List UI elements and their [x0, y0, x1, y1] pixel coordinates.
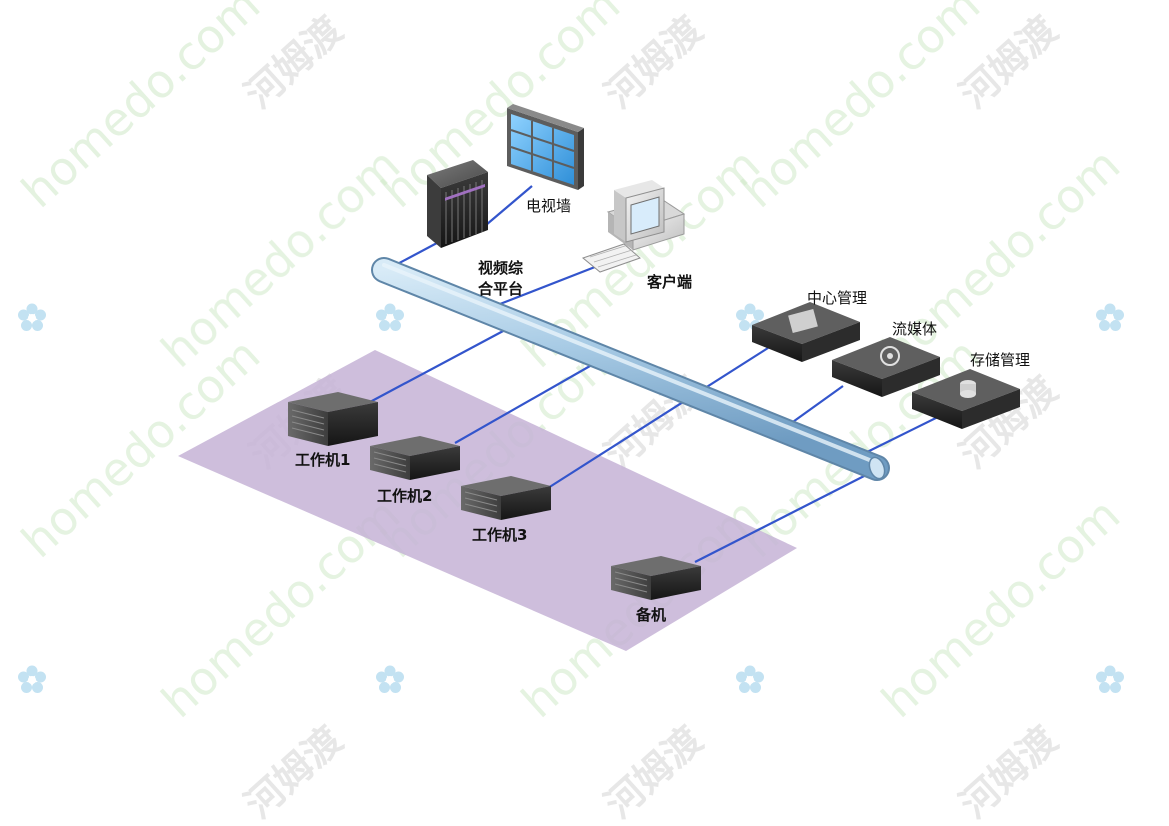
storage-mgmt-server-icon[interactable] [912, 369, 1020, 429]
watermark-brand: homedo.com [151, 137, 410, 378]
workstation-2-server-icon[interactable] [370, 436, 460, 480]
label-workstation-1: 工作机1 [295, 451, 350, 469]
watermark-brand: homedo.com [371, 0, 630, 218]
watermark-brand: homedo.com [11, 0, 270, 218]
label-client: 客户端 [646, 273, 692, 291]
link-stream-media [789, 385, 844, 425]
label-video-wall: 电视墙 [526, 197, 571, 215]
video-platform-icon[interactable] [427, 160, 488, 248]
workstation-3-server-icon[interactable] [461, 476, 551, 520]
link-workstation-3 [547, 347, 769, 489]
label-stream-media: 流媒体 [892, 320, 937, 338]
link-workstation-2 [454, 365, 591, 444]
connection-lines [369, 185, 949, 563]
watermark-brand: homedo.com [871, 487, 1130, 728]
label-workstation-2: 工作机2 [377, 487, 432, 505]
watermark-brand-cn: 河姆渡 [237, 718, 351, 826]
backup-server-icon[interactable] [611, 556, 701, 600]
label-center-mgmt: 中心管理 [807, 289, 867, 307]
label-video-platform-line2: 合平台 [477, 280, 523, 298]
watermark-brand-cn: 河姆渡 [952, 718, 1066, 826]
link-video-wall [485, 185, 533, 226]
label-backup: 备机 [635, 606, 666, 624]
link-backup [694, 471, 873, 563]
watermark-brand: homedo.com [871, 137, 1130, 378]
client-pc-icon[interactable] [581, 180, 686, 273]
link-storage-mgmt [854, 411, 949, 459]
label-video-platform: 视频综 合平台 [477, 259, 528, 298]
label-video-platform-line1: 视频综 [478, 259, 523, 277]
watermark-brand-cn: 河姆渡 [597, 718, 711, 826]
label-storage-mgmt: 存储管理 [970, 351, 1030, 369]
video-wall-icon[interactable] [507, 104, 584, 190]
workstation-1-server-icon[interactable] [288, 392, 378, 446]
watermark-brand: homedo.com [731, 0, 990, 218]
link-workstation-1 [369, 329, 506, 403]
center-mgmt-server-icon[interactable] [752, 302, 860, 362]
stream-media-server-icon[interactable] [832, 337, 940, 397]
network-backbone [371, 257, 890, 481]
label-workstation-3: 工作机3 [472, 526, 527, 544]
